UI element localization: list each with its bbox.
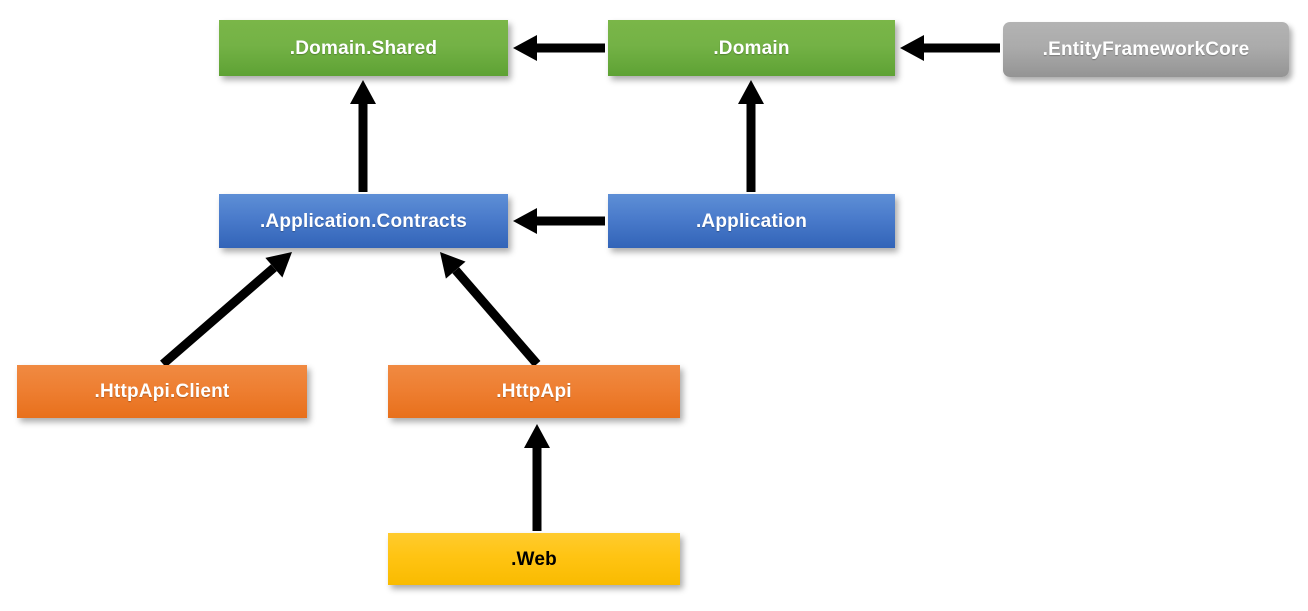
node-label-httpapi: .HttpApi [496, 381, 572, 402]
node-entity-framework-core[interactable]: .EntityFrameworkCore [1003, 22, 1289, 77]
arrow-httpapi-to-application-contracts [440, 252, 541, 367]
node-label-entity-framework-core: .EntityFrameworkCore [1042, 39, 1250, 60]
node-label-application-contracts: .Application.Contracts [259, 210, 468, 232]
node-domain[interactable]: .Domain [608, 20, 895, 76]
arrow-application-to-domain [738, 80, 764, 192]
arrow-domain-to-domain-shared [513, 35, 605, 61]
node-application[interactable]: .Application [608, 194, 895, 248]
node-label-domain: .Domain [713, 37, 790, 59]
node-httpapi[interactable]: .HttpApi [388, 365, 680, 418]
arrow-web-to-httpapi [524, 424, 550, 531]
node-application-contracts[interactable]: .Application.Contracts [219, 194, 508, 248]
arrow-application-contracts-to-domain-shared [350, 80, 376, 192]
node-label-domain-shared: .Domain.Shared [289, 37, 438, 59]
arrow-application-to-application-contracts [513, 208, 605, 234]
node-httpapi-client[interactable]: .HttpApi.Client [17, 365, 307, 418]
arrow-entityframeworkcore-to-domain [900, 35, 1000, 61]
node-label-web: .Web [511, 548, 557, 570]
node-domain-shared[interactable]: .Domain.Shared [219, 20, 508, 76]
node-web[interactable]: .Web [388, 533, 680, 585]
node-label-httpapi-client: .HttpApi.Client [94, 381, 230, 402]
node-label-application: .Application [695, 210, 808, 232]
arrow-httpapi-client-to-application-contracts [160, 252, 292, 368]
